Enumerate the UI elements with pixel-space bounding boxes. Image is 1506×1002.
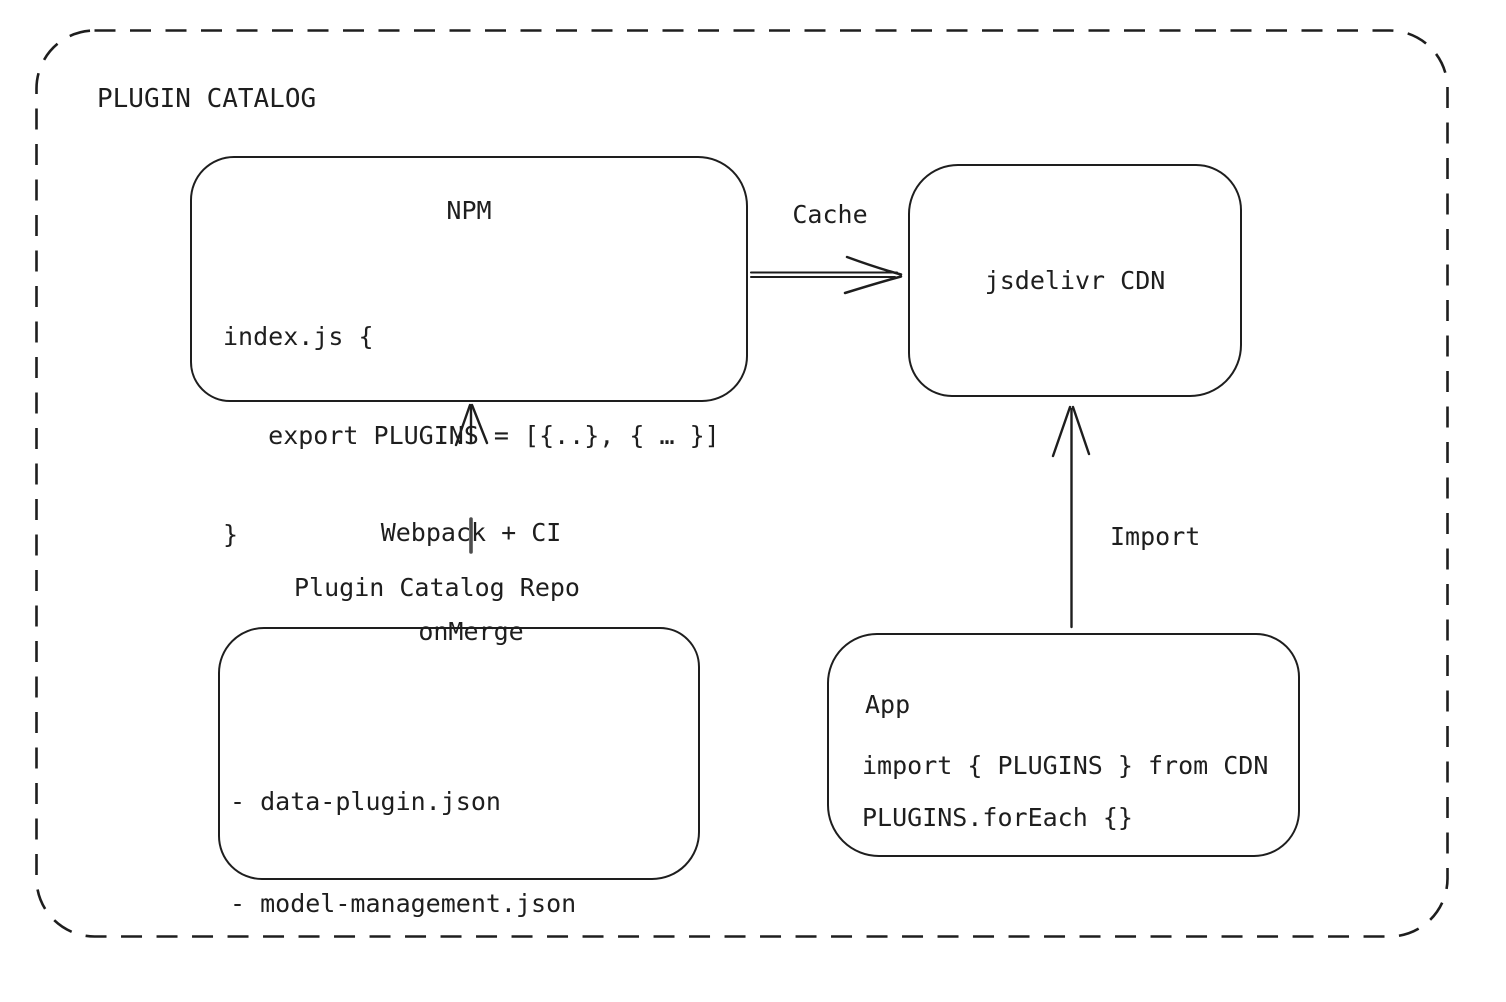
repo-title: Plugin Catalog Repo [294, 573, 580, 602]
npm-code-line: index.js { [223, 322, 374, 351]
repo-file-list: - data-plugin.json - model-management.js… [230, 717, 576, 1002]
cdn-box: jsdelivr CDN [908, 164, 1242, 397]
repo-box: - data-plugin.json - model-management.js… [218, 627, 700, 1002]
repo-file: - model-management.json [230, 889, 577, 918]
cdn-label-wrap: jsdelivr CDN [910, 166, 1240, 395]
page-title: PLUGIN CATALOG [97, 84, 317, 114]
build-edge-label: Webpack + CI onMerge [330, 450, 612, 714]
build-edge-label-line1: Webpack + CI [380, 518, 562, 547]
build-arrowhead [454, 403, 472, 447]
catalog-boundary [35, 29, 1449, 938]
build-edge-label-line2: onMerge [418, 617, 524, 646]
cdn-label: jsdelivr CDN [984, 265, 1166, 295]
cache-arrowhead [845, 255, 903, 276]
npm-code: index.js { export PLUGINS = [{..}, { … }… [223, 254, 720, 617]
import-arrowhead [1071, 405, 1091, 456]
npm-code-line: export PLUGINS = [{..}, { … }] [223, 421, 720, 450]
import-edge-label: Import [1110, 522, 1201, 551]
cache-edge-label: Cache [792, 200, 868, 229]
npm-box: NPM index.js { export PLUGINS = [{..}, {… [190, 156, 748, 549]
import-arrowhead [1051, 405, 1072, 458]
repo-file: ... [230, 989, 576, 1002]
npm-code-line: } [223, 520, 239, 549]
build-arrowhead [470, 403, 489, 445]
build-arrow [454, 403, 489, 554]
cache-arrow [749, 255, 903, 295]
app-code-line: import { PLUGINS } from CDN [862, 751, 1269, 780]
app-title: App [865, 690, 911, 719]
repo-file: - data-plugin.json [230, 787, 501, 816]
import-arrow [1051, 405, 1091, 629]
npm-title: NPM [446, 196, 492, 225]
app-code-line: PLUGINS.forEach {} [862, 803, 1133, 832]
app-box: App import { PLUGINS } from CDN PLUGINS.… [827, 633, 1300, 857]
cache-arrowhead [843, 275, 903, 295]
